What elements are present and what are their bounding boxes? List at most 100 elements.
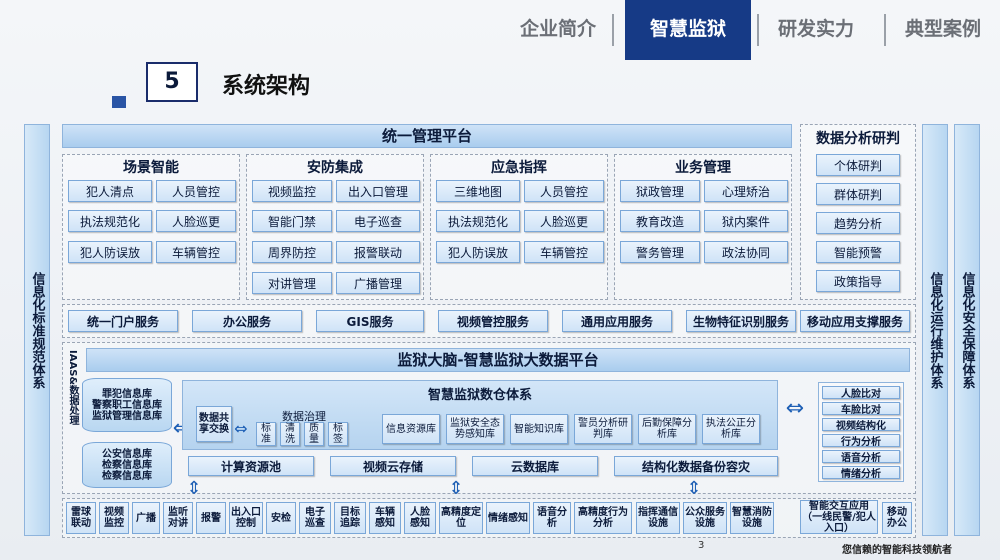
section-number: 5 <box>146 62 198 102</box>
service-item: 通用应用服务 <box>562 310 672 332</box>
box-item: 出入口管理 <box>336 180 420 202</box>
side-standards-system: 信息化标准规范体系 <box>24 124 50 536</box>
governance-item: 标准 <box>256 422 276 446</box>
perception-item: 智慧消防设施 <box>730 502 774 534</box>
nav-item-company-intro[interactable]: 企业简介 <box>520 18 597 40</box>
perception-item: 安检 <box>266 502 296 534</box>
recognition-item: 车脸比对 <box>822 402 900 416</box>
box-item: 车辆管控 <box>156 241 236 263</box>
library-item: 智能知识库 <box>510 414 568 444</box>
perception-item: 高精度行为分析 <box>574 502 632 534</box>
nav-separator <box>757 14 759 46</box>
box-item: 智能门禁 <box>252 210 332 232</box>
box-item: 政策指导 <box>816 270 900 292</box>
box-item: 犯人防误放 <box>436 241 520 263</box>
box-item: 智能预警 <box>816 241 900 263</box>
box-item: 三维地图 <box>436 180 520 202</box>
warehouse-title: 智慧监狱数仓体系 <box>427 388 532 403</box>
perception-item: 情绪感知 <box>486 502 530 534</box>
service-item: 移动应用支撑服务 <box>800 310 910 332</box>
governance-item: 标签 <box>328 422 348 446</box>
box-item: 广播管理 <box>336 272 420 294</box>
box-item: 政法协同 <box>704 241 788 263</box>
box-item: 报警联动 <box>336 241 420 263</box>
bidirectional-arrow-icon: ⇔ <box>234 419 248 438</box>
cylinder-db: 罪犯信息库警察职工信息库监狱管理信息库 <box>82 378 172 432</box>
up-down-arrow-icon: ⇕ <box>448 478 464 499</box>
unified-management-platform: 统一管理平台 <box>62 124 792 148</box>
box-item: 狱内案件 <box>704 210 788 232</box>
box-item: 视频监控 <box>252 180 332 202</box>
service-item: GIS服务 <box>316 310 424 332</box>
box-item: 教育改造 <box>620 210 700 232</box>
nav-item-rd-strength[interactable]: 研发实力 <box>778 18 855 40</box>
infra-item: 计算资源池 <box>188 456 314 476</box>
perception-item: 移动办公 <box>882 502 912 534</box>
box-item: 人员管控 <box>156 180 236 202</box>
recognition-item: 视频结构化 <box>822 418 900 432</box>
perception-item: 雷球联动 <box>66 502 96 534</box>
box-item: 人员管控 <box>524 180 604 202</box>
box-item: 电子巡查 <box>336 210 420 232</box>
box-item: 执法规范化 <box>436 210 520 232</box>
decor-square <box>112 96 126 108</box>
library-item: 执法公正分析库 <box>702 414 760 444</box>
box-item: 车辆管控 <box>524 241 604 263</box>
perception-item: 车辆感知 <box>369 502 401 534</box>
recognition-item: 语音分析 <box>822 450 900 464</box>
iaas-label: IAAS&数据处理 <box>67 350 78 426</box>
perception-item: 目标追踪 <box>334 502 366 534</box>
nav-separator <box>884 14 886 46</box>
nav-item-smart-prison[interactable]: 智慧监狱 <box>625 0 751 60</box>
group-title: 安防集成 <box>307 160 363 176</box>
box-item: 对讲管理 <box>252 272 332 294</box>
box-item: 群体研判 <box>816 183 900 205</box>
box-item: 执法规范化 <box>68 210 152 232</box>
data-exchange: 数据共享交换 <box>196 406 232 442</box>
governance-item: 质量 <box>304 422 324 446</box>
perception-item: 监听对讲 <box>163 502 193 534</box>
perception-item: 视频监控 <box>99 502 129 534</box>
perception-item: 报警 <box>196 502 226 534</box>
box-item: 心理矫治 <box>704 180 788 202</box>
library-item: 监狱安全态势感知库 <box>446 414 504 444</box>
service-item: 统一门户服务 <box>68 310 178 332</box>
bidirectional-arrow-icon: ⇔ <box>785 396 805 421</box>
box-item: 趋势分析 <box>816 212 900 234</box>
group-title: 场景智能 <box>123 160 179 176</box>
box-item: 狱政管理 <box>620 180 700 202</box>
recognition-item: 行为分析 <box>822 434 900 448</box>
infra-item: 结构化数据备份容灾 <box>614 456 778 476</box>
service-item: 办公服务 <box>192 310 302 332</box>
perception-item: 高精度定位 <box>439 502 483 534</box>
group-title: 业务管理 <box>675 160 731 176</box>
recognition-item: 情绪分析 <box>822 466 900 480</box>
up-down-arrow-icon: ⇕ <box>686 478 702 499</box>
perception-item: 人脸感知 <box>404 502 436 534</box>
prison-brain-bigdata-platform: 监狱大脑-智慧监狱大数据平台 <box>86 348 910 372</box>
box-item: 个体研判 <box>816 154 900 176</box>
side-operation-system: 信息化运行维护体系 <box>922 124 948 536</box>
group-title: 数据分析研判 <box>816 131 900 147</box>
box-item: 犯人清点 <box>68 180 152 202</box>
service-item: 生物特征识别服务 <box>686 310 796 332</box>
footer-tagline: 您信赖的智能科技领航者 <box>842 545 952 556</box>
box-item: 人脸巡更 <box>156 210 236 232</box>
service-item: 视频管控服务 <box>438 310 548 332</box>
side-security-system: 信息化安全保障体系 <box>954 124 980 536</box>
library-item: 信息资源库 <box>382 414 440 444</box>
infra-item: 视频云存储 <box>330 456 456 476</box>
perception-item: 智能交互应用（一线民警/犯人入口） <box>800 500 878 534</box>
nav-item-typical-cases[interactable]: 典型案例 <box>905 18 982 40</box>
perception-item: 广播 <box>132 502 160 534</box>
perception-item: 语音分析 <box>533 502 571 534</box>
infra-item: 云数据库 <box>472 456 598 476</box>
governance-item: 清洗 <box>280 422 300 446</box>
perception-item: 出入口控制 <box>229 502 263 534</box>
library-item: 后勤保障分析库 <box>638 414 696 444</box>
box-item: 犯人防误放 <box>68 241 152 263</box>
up-down-arrow-icon: ⇕ <box>186 478 202 499</box>
cylinder-db: 公安信息库检察信息库检察信息库 <box>82 442 172 488</box>
box-item: 人脸巡更 <box>524 210 604 232</box>
recognition-item: 人脸比对 <box>822 386 900 400</box>
